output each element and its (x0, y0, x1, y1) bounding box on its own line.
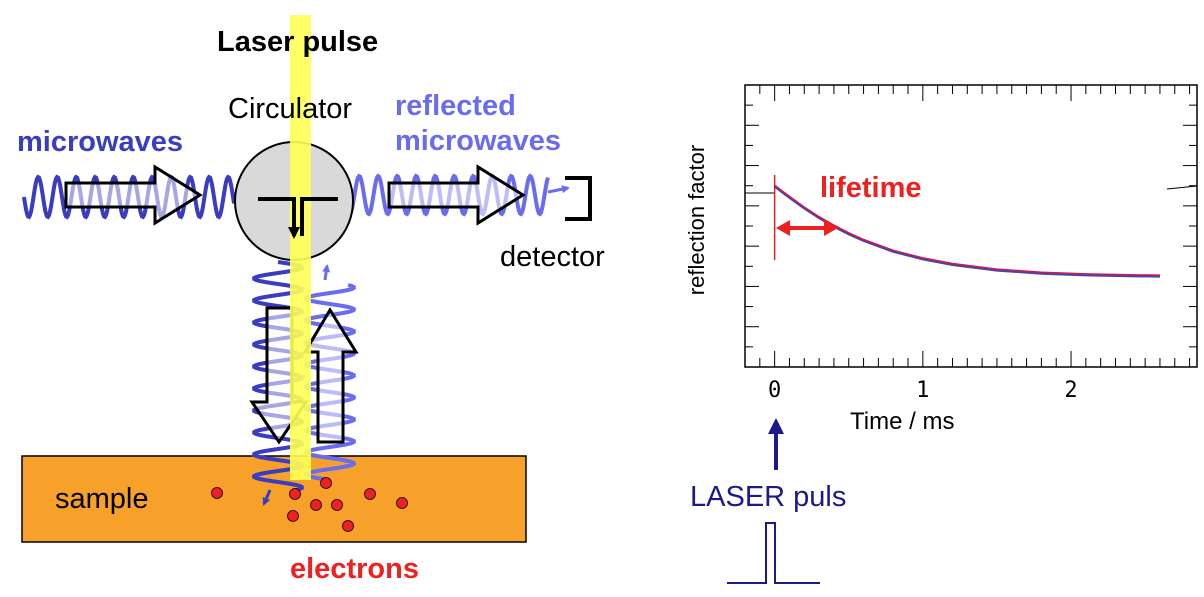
chart-ticks (745, 85, 1197, 367)
sample-label: sample (55, 483, 149, 515)
electron-group (211, 477, 408, 532)
incoming-arrow-icon (64, 164, 203, 226)
x-tick-label: 0 (767, 378, 782, 403)
decay-chart (744, 84, 1198, 368)
electron-dot (364, 488, 376, 500)
microwaves-label: microwaves (17, 126, 184, 158)
detector-arrow-icon (547, 185, 570, 194)
laser-trigger-arrow-icon (768, 418, 784, 434)
circulator-return-icon (300, 197, 338, 236)
laser-pulse-shape (727, 522, 820, 584)
electron-dot (342, 520, 354, 532)
up-arrow-icon (302, 307, 359, 444)
laser-pulse-label: Laser pulse (217, 26, 379, 58)
electron-dot (287, 510, 299, 522)
fit-curve (774, 184, 1161, 276)
reflected-label-line1: reflected (395, 90, 516, 122)
laser-beam (290, 15, 311, 480)
reflected-arrow-icon (387, 164, 526, 226)
circulator-path-icon (258, 197, 300, 239)
x-tick-label: 2 (1064, 378, 1078, 403)
y-axis-label: reflection factor (684, 144, 709, 296)
x-tick-label: 1 (916, 378, 930, 403)
electrons-label: electrons (290, 553, 419, 585)
reflected-microwaves-label: reflected microwaves (395, 89, 561, 159)
detector-label: detector (500, 241, 605, 273)
electron-dot (211, 487, 223, 499)
lifetime-arrow-left-icon (776, 220, 790, 236)
detector-icon (565, 176, 592, 221)
measured-curve (773, 185, 1161, 278)
lifetime-label: lifetime (820, 172, 922, 204)
electron-dot (289, 488, 301, 500)
electron-dot (331, 499, 343, 511)
laser-puls-label: LASER puls (690, 481, 847, 513)
electron-dot (396, 497, 408, 509)
electron-dot (310, 499, 322, 511)
reflected-label-line2: microwaves (395, 124, 562, 157)
reflected-microwave-wave (343, 173, 550, 217)
circulator-label: Circulator (228, 93, 353, 125)
x-axis-label: Time / ms (850, 408, 955, 435)
lifetime-arrow-right-icon (824, 220, 838, 236)
electron-dot (320, 477, 332, 489)
